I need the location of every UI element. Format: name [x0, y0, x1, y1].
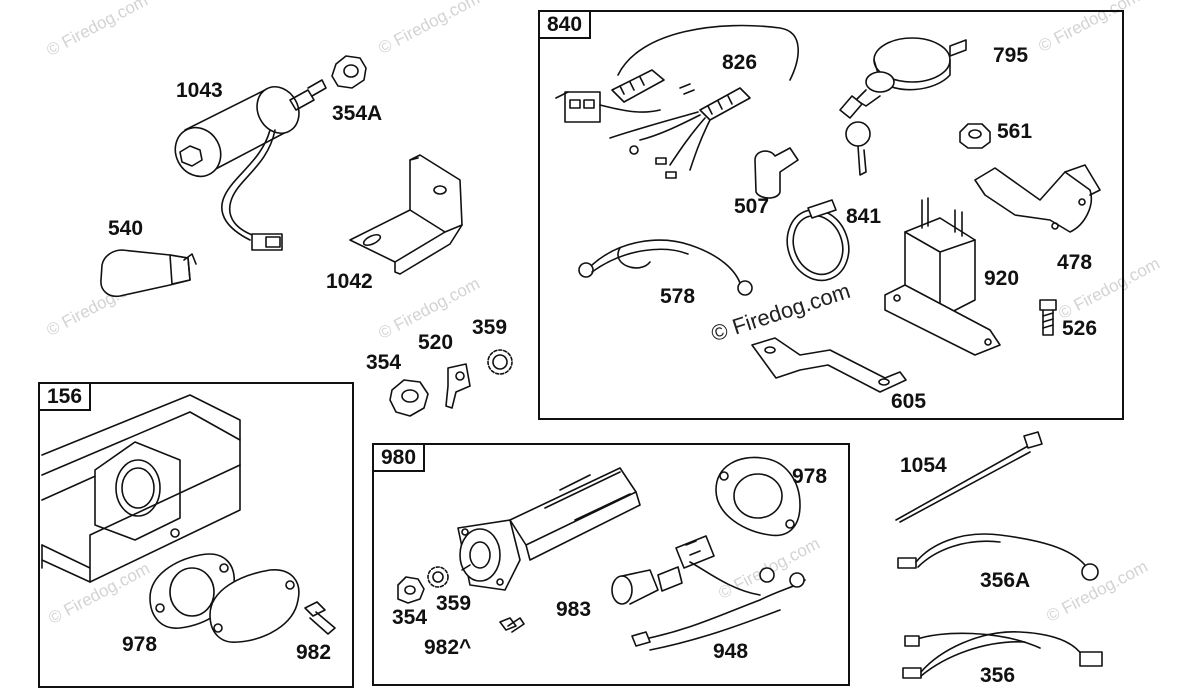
part-label-982A: 982^ [424, 636, 472, 659]
part-520-terminal [446, 364, 470, 408]
group-number-980: 980 [372, 443, 426, 473]
part-1042-bracket [350, 155, 462, 274]
part-label-605: 605 [891, 390, 927, 413]
part-983-grommet [612, 567, 682, 604]
part-label-841: 841 [846, 205, 882, 228]
part-920-solenoid [885, 198, 1000, 355]
part-826-harness [556, 25, 798, 178]
part-978-gasket-980 [716, 457, 800, 535]
part-948-harness [632, 536, 805, 650]
part-label-356A: 356A [980, 569, 1031, 592]
group-number-156: 156 [38, 382, 92, 412]
part-561-nut [960, 124, 990, 148]
part-507-boot [755, 148, 798, 198]
part-label-520: 520 [418, 331, 454, 354]
part-578-cable [579, 240, 752, 295]
part-478-bracket [975, 165, 1100, 232]
part-841-clamp [777, 200, 858, 289]
group-box-980: 980 [372, 443, 850, 686]
part-356A-cable [898, 534, 1098, 580]
part-label-983: 983 [556, 598, 592, 621]
group-box-156: 156 [38, 382, 354, 688]
part-354A-nut [332, 56, 366, 88]
part-label-578: 578 [660, 285, 696, 308]
group-box-840: 840 [538, 10, 1124, 420]
part-359-lockwasher [488, 350, 512, 374]
part-label-359: 359 [472, 316, 508, 339]
part-label-982: 982 [296, 641, 332, 664]
part-label-978: 978 [122, 633, 158, 656]
part-label-826: 826 [722, 51, 758, 74]
part-540-cap [101, 250, 196, 296]
part-label-540: 540 [108, 217, 144, 240]
group-number-840: 840 [538, 10, 592, 40]
part-982A-screw [500, 618, 524, 632]
part-980-sensor [458, 468, 640, 590]
part-526-bolt [1040, 300, 1056, 335]
part-label-1042: 1042 [326, 270, 373, 293]
part-label-920: 920 [984, 267, 1020, 290]
part-1043-solenoid [167, 79, 326, 250]
part-label-478: 478 [1057, 251, 1093, 274]
part-354-nut [390, 380, 428, 416]
part-label-359: 359 [436, 592, 472, 615]
part-label-356: 356 [980, 664, 1016, 687]
part-label-561: 561 [997, 120, 1033, 143]
part-label-1043: 1043 [176, 79, 223, 102]
part-605-bracket [752, 338, 906, 392]
part-354-nut-980 [398, 577, 424, 603]
part-cover-plate-156 [210, 570, 299, 642]
part-label-948: 948 [713, 640, 749, 663]
part-label-795: 795 [993, 44, 1029, 67]
part-359-washer-980 [428, 567, 448, 587]
part-label-1054: 1054 [900, 454, 947, 477]
part-356-cable [903, 632, 1102, 678]
part-1054-cable-tie [896, 432, 1042, 522]
part-label-526: 526 [1062, 317, 1098, 340]
part-label-354: 354 [392, 606, 428, 629]
part-label-354: 354 [366, 351, 402, 374]
part-label-978: 978 [792, 465, 828, 488]
part-795-keyswitch [840, 38, 966, 175]
part-156-engine-block [42, 395, 240, 582]
part-label-354A: 354A [332, 102, 383, 125]
part-label-507: 507 [734, 195, 770, 218]
part-982-bolt-156 [305, 602, 335, 634]
